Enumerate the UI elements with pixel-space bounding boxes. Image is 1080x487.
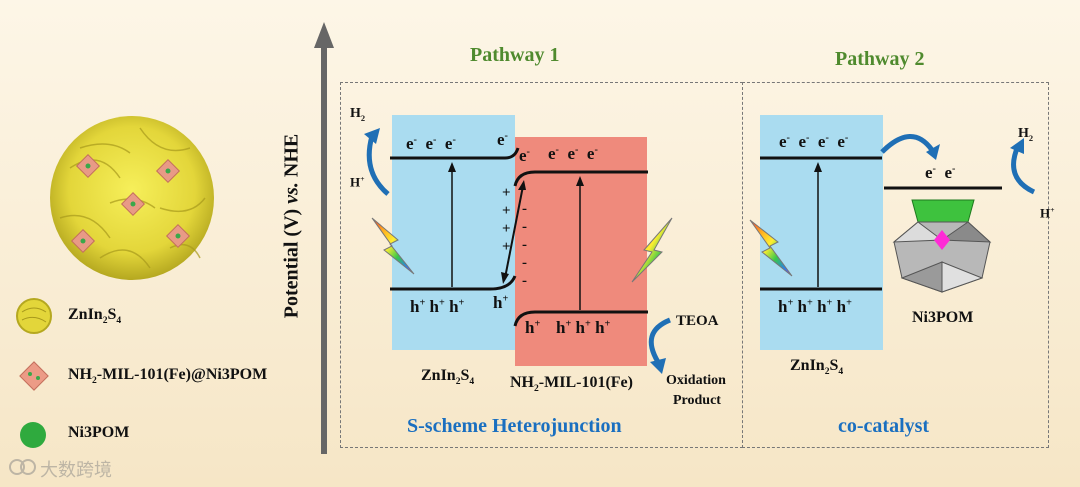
p2-cb-electrons: e- e- e- e- (779, 132, 849, 151)
plus-signs: + + + + (502, 185, 511, 255)
ni3pom-label: Ni3POM (912, 309, 974, 326)
legend-znin2s4-icon (16, 298, 52, 334)
product-label: Product (673, 393, 721, 408)
minus-signs: - - - - - (522, 201, 527, 289)
mof-band-box (515, 137, 647, 366)
znin2s4-band-box (392, 115, 515, 350)
legend-mof-label: NH2-MIL-101(Fe)@Ni3POM (68, 366, 268, 387)
pathway2-diagram (749, 134, 1036, 293)
pathway2-footer: co-catalyst (838, 415, 930, 437)
light-bolt-icon-left (371, 217, 415, 275)
light-bolt-icon-p2 (749, 219, 793, 277)
teoa-label: TEOA (676, 313, 719, 329)
hplus-label-p1: H+ (350, 174, 365, 190)
pathway2-frame (742, 82, 1049, 448)
znin2s4-flower-image (50, 116, 214, 280)
znin2s4-vb-holes: h+ h+ h+ (410, 297, 465, 316)
mof-cb-electron-first: e- (519, 146, 530, 165)
znin2s4-cb-electrons: e- e- e- (406, 134, 456, 153)
pom-electrons: e- e- (925, 163, 956, 182)
watermark: 大数跨境 (40, 460, 112, 481)
p2-vb-holes: h+ h+ h+ h+ (778, 297, 852, 316)
pathway1-footer: S-scheme Heterojunction (407, 415, 622, 437)
pathway1-diagram (364, 128, 673, 374)
legend-ni3pom-icon (20, 422, 46, 448)
pathway1-title: Pathway 1 (470, 44, 560, 66)
pathway2-title: Pathway 2 (835, 48, 925, 70)
mof-cb-electrons: e- e- e- (548, 144, 598, 163)
mof-label-p1: NH2-MIL-101(Fe) (510, 374, 633, 395)
potential-axis-arrow (314, 22, 334, 454)
mof-vb-hole-first: h+ (525, 318, 541, 337)
watermark-logo-icon (9, 459, 36, 475)
znin2s4-cb-electron-edge: e- (497, 130, 508, 149)
znin2s4-label-p2: ZnIn2S4 (790, 357, 844, 378)
znin2s4-vb-hole-edge: h+ (493, 293, 509, 312)
ni3pom-cluster-icon (892, 199, 992, 293)
legend-znin2s4-label: ZnIn2S4 (68, 306, 122, 327)
znin2s4-label-p1: ZnIn2S4 (421, 367, 475, 388)
potential-axis-label: Potential (V) vs. NHE (280, 133, 303, 319)
h2-label-p1: H2 (350, 106, 366, 123)
hplus-label-p2: H+ (1040, 205, 1055, 221)
oxidation-label: Oxidation (666, 373, 726, 388)
h2-label-p2: H2 (1018, 126, 1034, 143)
legend-ni3pom-label: Ni3POM (68, 424, 130, 441)
pathway1-frame (340, 82, 743, 448)
light-bolt-icon-right (631, 217, 673, 283)
mof-vb-holes: h+ h+ h+ (556, 318, 611, 337)
znin2s4-band-box-p2 (760, 115, 883, 350)
legend-mof-icon (19, 361, 49, 391)
